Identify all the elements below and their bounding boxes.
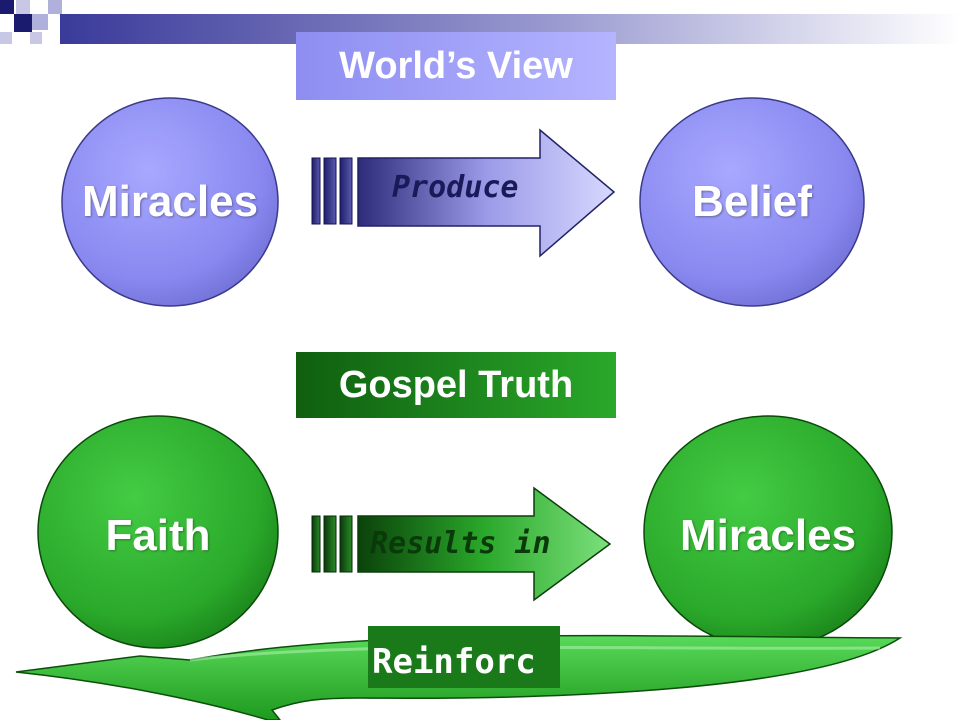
belief-label: Belief: [692, 177, 812, 226]
worlds-view-title-box: [296, 32, 616, 100]
belief-circle: [639, 97, 865, 307]
produce-arrow-bars: [311, 157, 353, 225]
corner-squares-decoration: [0, 0, 62, 44]
produce-label: Produce: [392, 170, 519, 205]
results-in-arrow-bars: [311, 515, 353, 573]
faith-label: Faith: [105, 511, 211, 560]
miracles-label-bottom: Miracles: [679, 511, 857, 560]
gospel-truth-title-box: [296, 352, 616, 418]
faith-circle: [37, 415, 279, 649]
results-in-arrow: [357, 486, 612, 602]
reinforces-label-box: [368, 626, 560, 688]
miracles-circle-top: [61, 97, 279, 307]
worlds-view-title: World’s View: [339, 44, 573, 87]
results-in-label: Results in: [370, 526, 551, 561]
gospel-truth-title: Gospel Truth: [338, 363, 574, 406]
reinforces-label: Reinforc es: [372, 642, 536, 720]
produce-arrow: [357, 128, 616, 258]
miracles-label-top: Miracles: [81, 177, 259, 226]
